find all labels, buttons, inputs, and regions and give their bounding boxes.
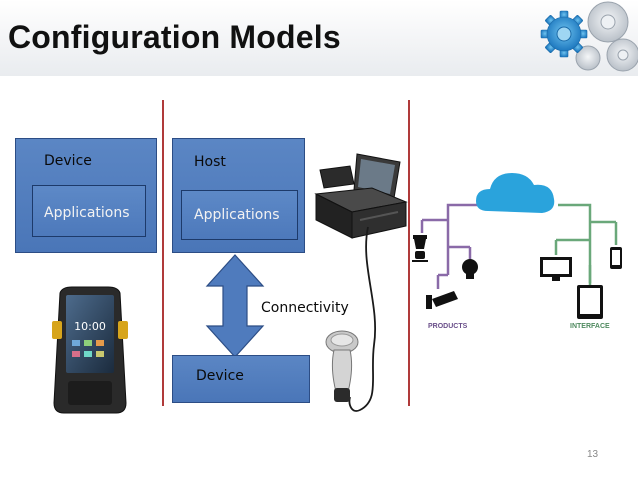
lower-device-label: Device bbox=[196, 368, 244, 384]
page-title: Configuration Models bbox=[8, 19, 341, 55]
connectivity-label: Connectivity bbox=[261, 300, 349, 316]
host-applications-label: Applications bbox=[194, 207, 280, 223]
phone-icon bbox=[610, 247, 622, 269]
device-box-label: Device bbox=[44, 153, 92, 169]
divider-right bbox=[408, 100, 410, 406]
light-bulb-icon bbox=[462, 259, 478, 279]
coffee-maker-icon bbox=[412, 235, 428, 262]
lower-device-box bbox=[172, 355, 310, 403]
mobile-computer-icon: 10:00 bbox=[52, 286, 128, 414]
device-applications-label: Applications bbox=[44, 205, 130, 221]
security-camera-icon bbox=[426, 291, 458, 309]
device-applications-box bbox=[32, 185, 146, 237]
header-band bbox=[0, 0, 638, 76]
host-applications-box bbox=[181, 190, 298, 240]
divider-left bbox=[162, 100, 164, 406]
tablet-icon bbox=[577, 285, 603, 319]
pos-terminal-icon bbox=[314, 153, 408, 239]
host-box-label: Host bbox=[194, 154, 226, 170]
page-number: 13 bbox=[587, 449, 599, 460]
barcode-scanner-icon bbox=[325, 330, 359, 402]
cloud-label: CLOUD bbox=[507, 218, 532, 225]
gears-icon bbox=[540, 1, 638, 72]
scanner-cable bbox=[348, 226, 376, 412]
svg-text:10:00: 10:00 bbox=[74, 320, 106, 333]
interface-label: INTERFACE bbox=[570, 323, 610, 330]
monitor-icon bbox=[540, 257, 572, 281]
products-label: PRODUCTS bbox=[428, 323, 468, 330]
connectivity-double-arrow bbox=[205, 254, 265, 358]
iot-network-diagram bbox=[412, 173, 622, 319]
